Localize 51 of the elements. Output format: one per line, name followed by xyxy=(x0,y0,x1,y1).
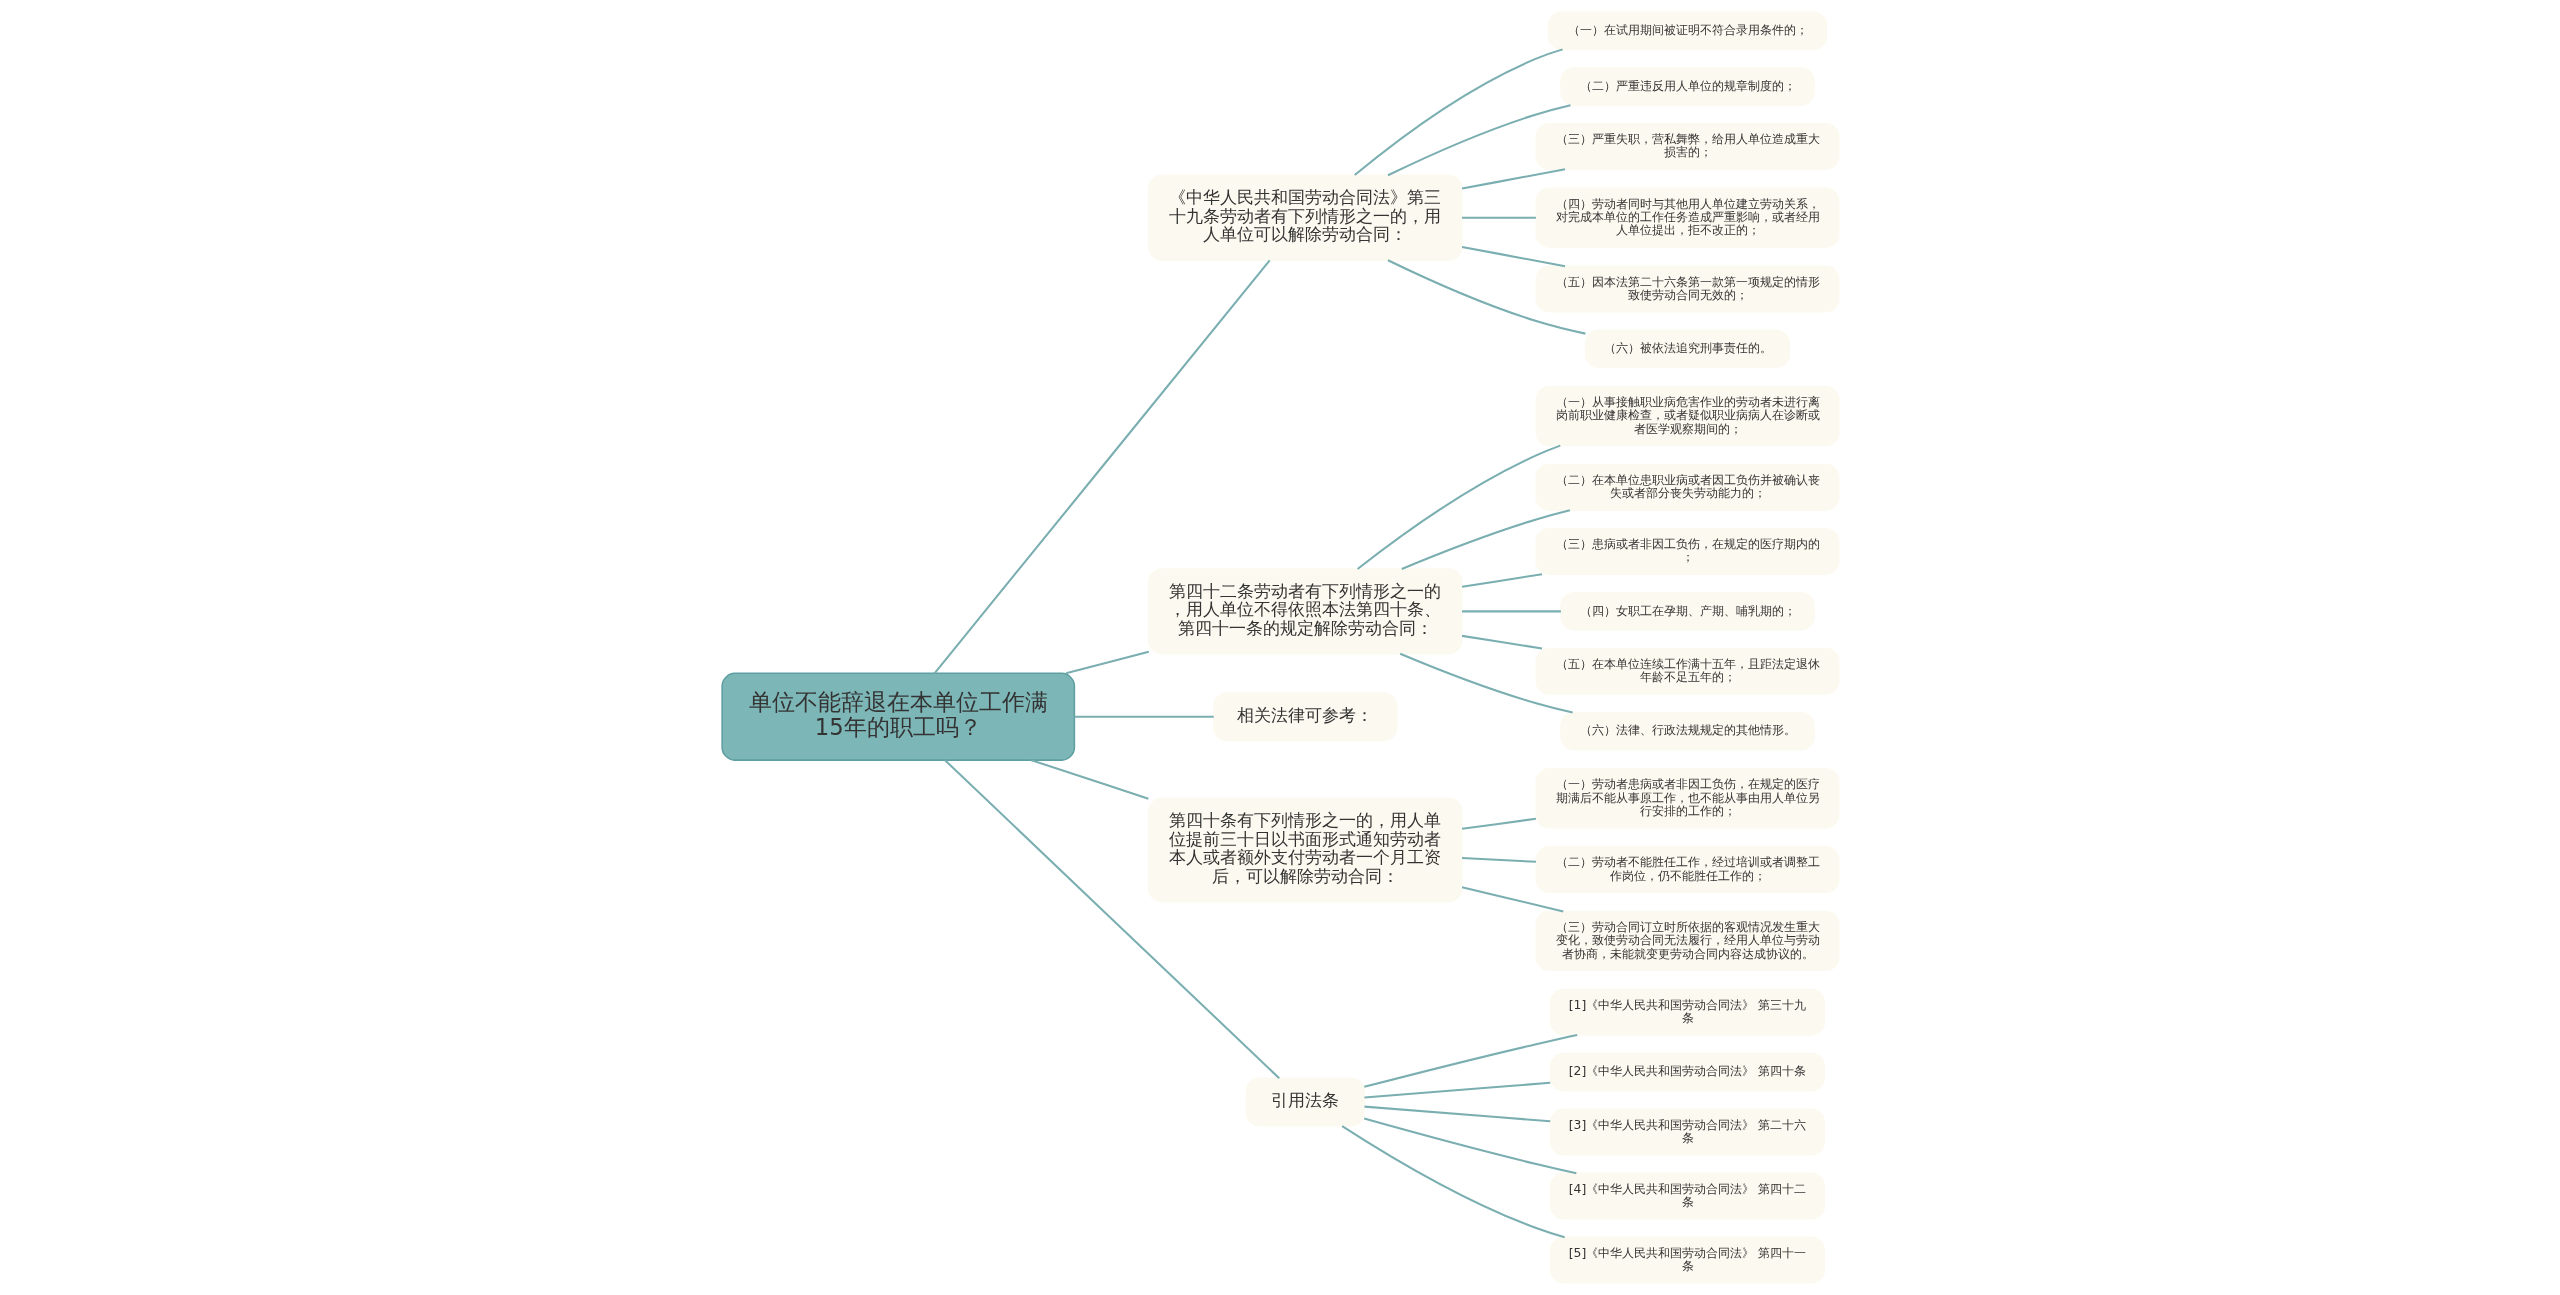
node-box: [5]《中华人民共和国劳动合同法》 第四十一条 xyxy=(1549,1236,1825,1284)
node-box: （六）被依法追究刑事责任的。 xyxy=(1584,329,1790,369)
node-box: （五）在本单位连续工作满十五年，且距法定退休年龄不足五年的； xyxy=(1534,647,1840,695)
connector xyxy=(1074,715,1214,718)
connector xyxy=(1400,509,1570,570)
node-box: 第四十条有下列情形之一的，用人单位提前三十日以书面形式通知劳动者本人或者额外支付劳动者一个月工资后，可以解除劳动合同： xyxy=(1147,797,1463,903)
connector xyxy=(1461,610,1561,613)
connector xyxy=(1353,48,1563,176)
connector xyxy=(1363,1117,1577,1175)
node-box: （三）患病或者非因工负伤，在规定的医疗期内的； xyxy=(1534,527,1840,575)
connector xyxy=(1461,573,1542,588)
connector xyxy=(1399,652,1573,714)
node-box: 《中华人民共和国劳动合同法》第三十九条劳动者有下列情形之一的，用人单位可以解除劳动合同： xyxy=(1147,174,1463,261)
connector xyxy=(1461,857,1536,863)
node-box: [4]《中华人民共和国劳动合同法》 第四十二条 xyxy=(1549,1172,1825,1220)
node-box: [2]《中华人民共和国劳动合同法》 第四十条 xyxy=(1549,1052,1825,1092)
connector xyxy=(1030,759,1149,800)
node-box: （二）劳动者不能胜任工作，经过培训或者调整工作岗位，仍不能胜任工作的； xyxy=(1534,846,1840,894)
node-box: （五）因本法第二十六条第一款第一项规定的情形致使劳动合同无效的； xyxy=(1534,265,1840,313)
node-box: （三）严重失职，营私舞弊，给用人单位造成重大损害的； xyxy=(1534,122,1840,170)
node-box: 相关法律可参考： xyxy=(1212,692,1397,742)
node-box: [1]《中华人民共和国劳动合同法》 第三十九条 xyxy=(1549,988,1825,1036)
node-box: （六）法律、行政法规规定的其他情形。 xyxy=(1559,711,1815,751)
node-box: （四）女职工在孕期、产期、哺乳期的； xyxy=(1559,591,1815,631)
connector xyxy=(1341,1125,1565,1239)
node-box: （四）劳动者同时与其他用人单位建立劳动关系，对完成本单位的工作任务造成严重影响，或者经用人单位提出，拒不改正的； xyxy=(1534,187,1840,248)
connector xyxy=(1461,817,1536,830)
connector xyxy=(933,259,1270,674)
connector xyxy=(943,759,1280,1079)
connector xyxy=(1363,1105,1550,1123)
connector xyxy=(1387,104,1571,177)
node-box: 单位不能辞退在本单位工作满15年的职工吗？ xyxy=(720,672,1075,761)
node-box: 引用法条 xyxy=(1245,1077,1365,1127)
connector xyxy=(1461,634,1542,650)
connector xyxy=(1387,259,1586,335)
node-box: （一）在试用期间被证明不符合录用条件的； xyxy=(1547,11,1827,51)
node-box: [3]《中华人民共和国劳动合同法》 第二十六条 xyxy=(1549,1108,1825,1156)
connector xyxy=(1356,444,1561,570)
connector xyxy=(1065,650,1149,675)
node-box: （二）严重违反用人单位的规章制度的； xyxy=(1559,67,1815,106)
connector xyxy=(1461,886,1564,913)
node-box: （一）从事接触职业病危害作业的劳动者未进行离岗前职业健康检查，或者疑似职业病病人在诊断或者医学观察期间的； xyxy=(1534,385,1840,447)
connector xyxy=(1363,1033,1577,1088)
connector xyxy=(1461,168,1565,190)
node-box: （一）劳动者患病或者非因工负伤，在规定的医疗期满后不能从事原工作，也不能从事由用人单位另行安排的工作的； xyxy=(1534,768,1840,829)
node-box: （二）在本单位患职业病或者因工负伤并被确认丧失或者部分丧失劳动能力的； xyxy=(1534,463,1840,511)
connector xyxy=(1461,245,1565,268)
node-box: （三）劳动合同订立时所依据的客观情况发生重大变化，致使劳动合同无法履行，经用人单位与劳动者协商，未能就变更劳动合同内容达成协议的。 xyxy=(1534,910,1840,972)
connector xyxy=(1363,1081,1550,1099)
node-box: 第四十二条劳动者有下列情形之一的，用人单位不得依照本法第四十条、第四十一条的规定解除劳动合同： xyxy=(1147,568,1463,655)
connector xyxy=(1461,216,1536,219)
